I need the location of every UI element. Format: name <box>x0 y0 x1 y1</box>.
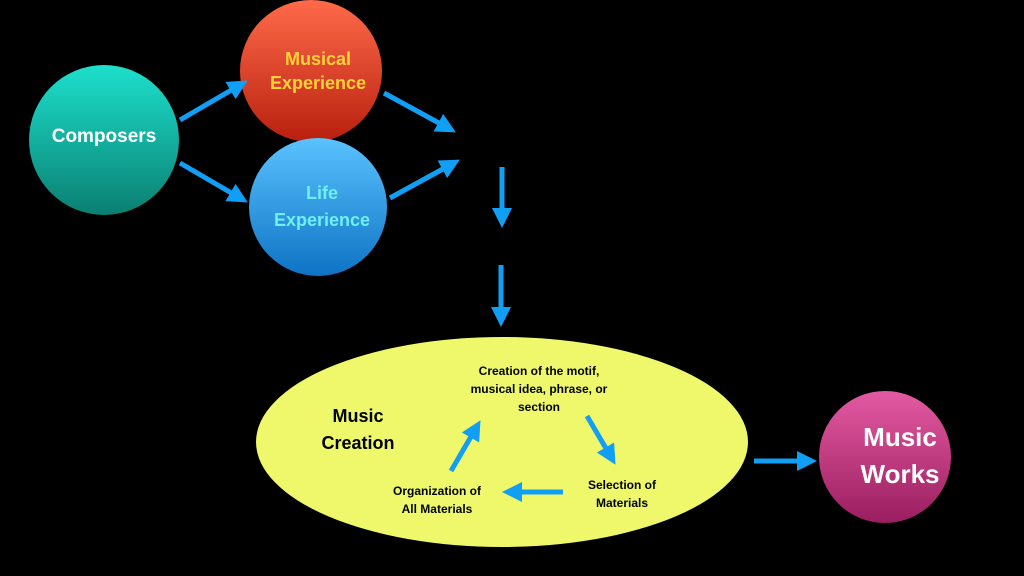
node-music-creation: Music Creation <box>256 337 748 547</box>
organization-line-1: Organization of <box>393 484 482 498</box>
arrow-org-to-motif <box>448 420 481 473</box>
node-life-experience: Life Experience <box>249 138 387 276</box>
node-composers: Composers <box>29 65 179 215</box>
node-musical-experience: Musical Experience <box>240 0 382 142</box>
organization-line-2: All Materials <box>402 502 473 516</box>
music-creation-label-2: Creation <box>321 433 394 453</box>
node-composers-label: Composers <box>52 126 157 147</box>
arrow-motif-to-selection <box>584 414 616 465</box>
music-works-label-1: Music <box>863 422 937 452</box>
music-creation-label-1: Music <box>332 406 383 426</box>
musical-experience-label-1: Musical <box>285 49 351 69</box>
motif-line-1: Creation of the motif, <box>479 364 600 378</box>
cycle-motif: Creation of the motif, musical idea, phr… <box>471 364 608 414</box>
musical-experience-label-2: Experience <box>270 73 366 93</box>
cycle-selection: Selection of Materials <box>588 478 657 510</box>
music-works-label-2: Works <box>861 459 940 489</box>
arrow-composers-to-life <box>178 160 248 203</box>
life-experience-label-2: Experience <box>274 210 370 230</box>
cycle-organization: Organization of All Materials <box>393 484 482 516</box>
motif-line-2: musical idea, phrase, or <box>471 382 608 396</box>
node-music-works: Music Works <box>819 391 951 523</box>
arrow-life-to-merge <box>388 159 460 201</box>
motif-line-3: section <box>518 400 560 414</box>
selection-line-1: Selection of <box>588 478 657 492</box>
selection-line-2: Materials <box>596 496 648 510</box>
life-experience-label-1: Life <box>306 183 338 203</box>
arrow-composers-to-musical <box>178 80 248 123</box>
arrow-musical-to-merge <box>382 90 456 133</box>
